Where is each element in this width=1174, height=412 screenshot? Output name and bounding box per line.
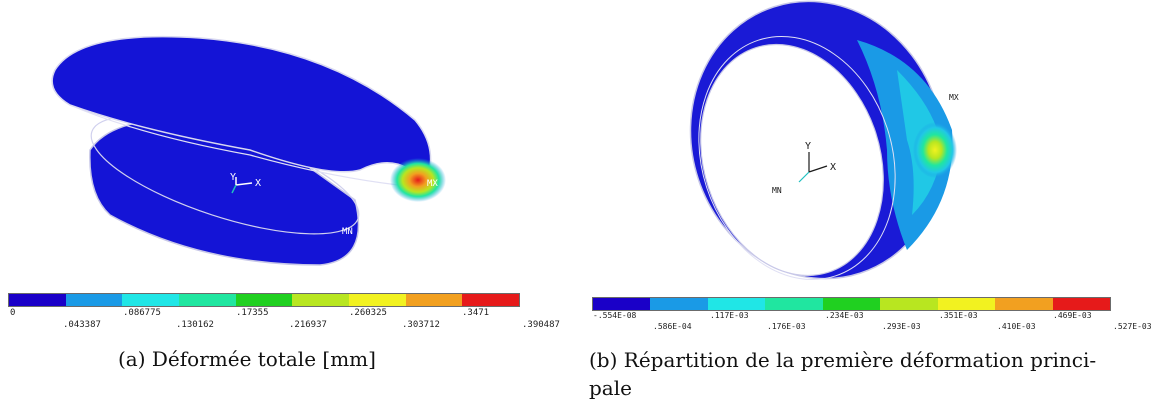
axis-y-label: Y — [230, 172, 236, 183]
deformation-render: X Y MX MN — [51, 35, 446, 266]
axis-y-label: Y — [805, 141, 811, 152]
colorbar-segment — [65, 294, 123, 306]
hotspot — [390, 158, 446, 202]
tick-label: -.554E-08 — [593, 311, 637, 320]
colorbar-segment — [9, 294, 66, 306]
colorbar-segment — [707, 298, 766, 310]
tick-label: .043387 — [63, 320, 101, 330]
colorbar-b-ticks: -.554E-08 .117E-03 .234E-03 .351E-03 .46… — [587, 311, 1174, 341]
colorbar-segment — [1052, 298, 1110, 310]
ring-inner-edge — [698, 35, 896, 281]
tick-label: 0 — [10, 308, 16, 318]
colorbar-segment — [593, 298, 651, 310]
max-marker: MX — [949, 93, 959, 102]
axis-triad: X Y — [798, 141, 836, 183]
colorbar-segment — [179, 294, 236, 306]
colorbar-segment — [405, 294, 463, 306]
ring-inner — [700, 43, 884, 277]
colorbar-b — [592, 297, 1111, 311]
strain-render: X Y MX MN — [689, 0, 959, 281]
tick-label: .410E-03 — [997, 322, 1036, 331]
figure-panel-a: X Y MX MN 0 .086775 .17355 .260325 .3471… — [0, 35, 587, 371]
colorbar-segment — [122, 294, 180, 306]
caption-b-line2: pale — [589, 376, 632, 400]
colorbar-segment — [937, 298, 996, 310]
caption-a: (a) Déformée totale [mm] — [118, 347, 376, 371]
tick-label: .293E-03 — [882, 322, 921, 331]
colorbar-segment — [765, 298, 823, 310]
colorbar-segment — [650, 298, 708, 310]
colorbar-a-ticks: 0 .086775 .17355 .260325 .3471 .043387 .… — [0, 308, 587, 338]
tick-label: .351E-03 — [939, 311, 978, 320]
colorbar-segment — [995, 298, 1053, 310]
strain-region-light — [857, 40, 953, 250]
strain-hotspot — [913, 122, 957, 178]
tick-label: .17355 — [236, 308, 269, 318]
tick-label: .260325 — [349, 308, 387, 318]
tick-label: .390487 — [522, 320, 560, 330]
tick-label: .117E-03 — [710, 311, 749, 320]
upper-rim — [69, 104, 426, 189]
min-marker: MN — [772, 186, 782, 195]
tick-label: .216937 — [289, 320, 327, 330]
colorbar-a — [8, 293, 520, 307]
max-marker: MX — [427, 179, 438, 189]
tick-label: .234E-03 — [825, 311, 864, 320]
figure-panel-b: X Y MX MN -.554E-08 .117E-03 .234E-03 .3… — [587, 0, 1174, 412]
tick-label: .586E-04 — [653, 322, 692, 331]
colorbar-segment — [235, 294, 293, 306]
tick-label: .469E-03 — [1053, 311, 1092, 320]
tick-label: .130162 — [176, 320, 214, 330]
colorbar-segment — [880, 298, 938, 310]
axis-triad: X Y — [230, 172, 261, 194]
axis-x-label: X — [255, 178, 261, 189]
colorbar-segment — [292, 294, 350, 306]
min-marker: MN — [342, 227, 353, 237]
tick-label: .3471 — [462, 308, 490, 318]
axis-x-label: X — [830, 162, 836, 173]
colorbar-segment — [462, 294, 520, 306]
colorbar-segment — [822, 298, 881, 310]
tick-label: .086775 — [123, 308, 161, 318]
tick-label: .527E-03 — [1113, 322, 1152, 331]
colorbar-segment — [349, 294, 406, 306]
caption-b-line1: (b) Répartition de la première déformati… — [589, 348, 1097, 372]
tick-label: .176E-03 — [767, 322, 806, 331]
tick-label: .303712 — [402, 320, 440, 330]
